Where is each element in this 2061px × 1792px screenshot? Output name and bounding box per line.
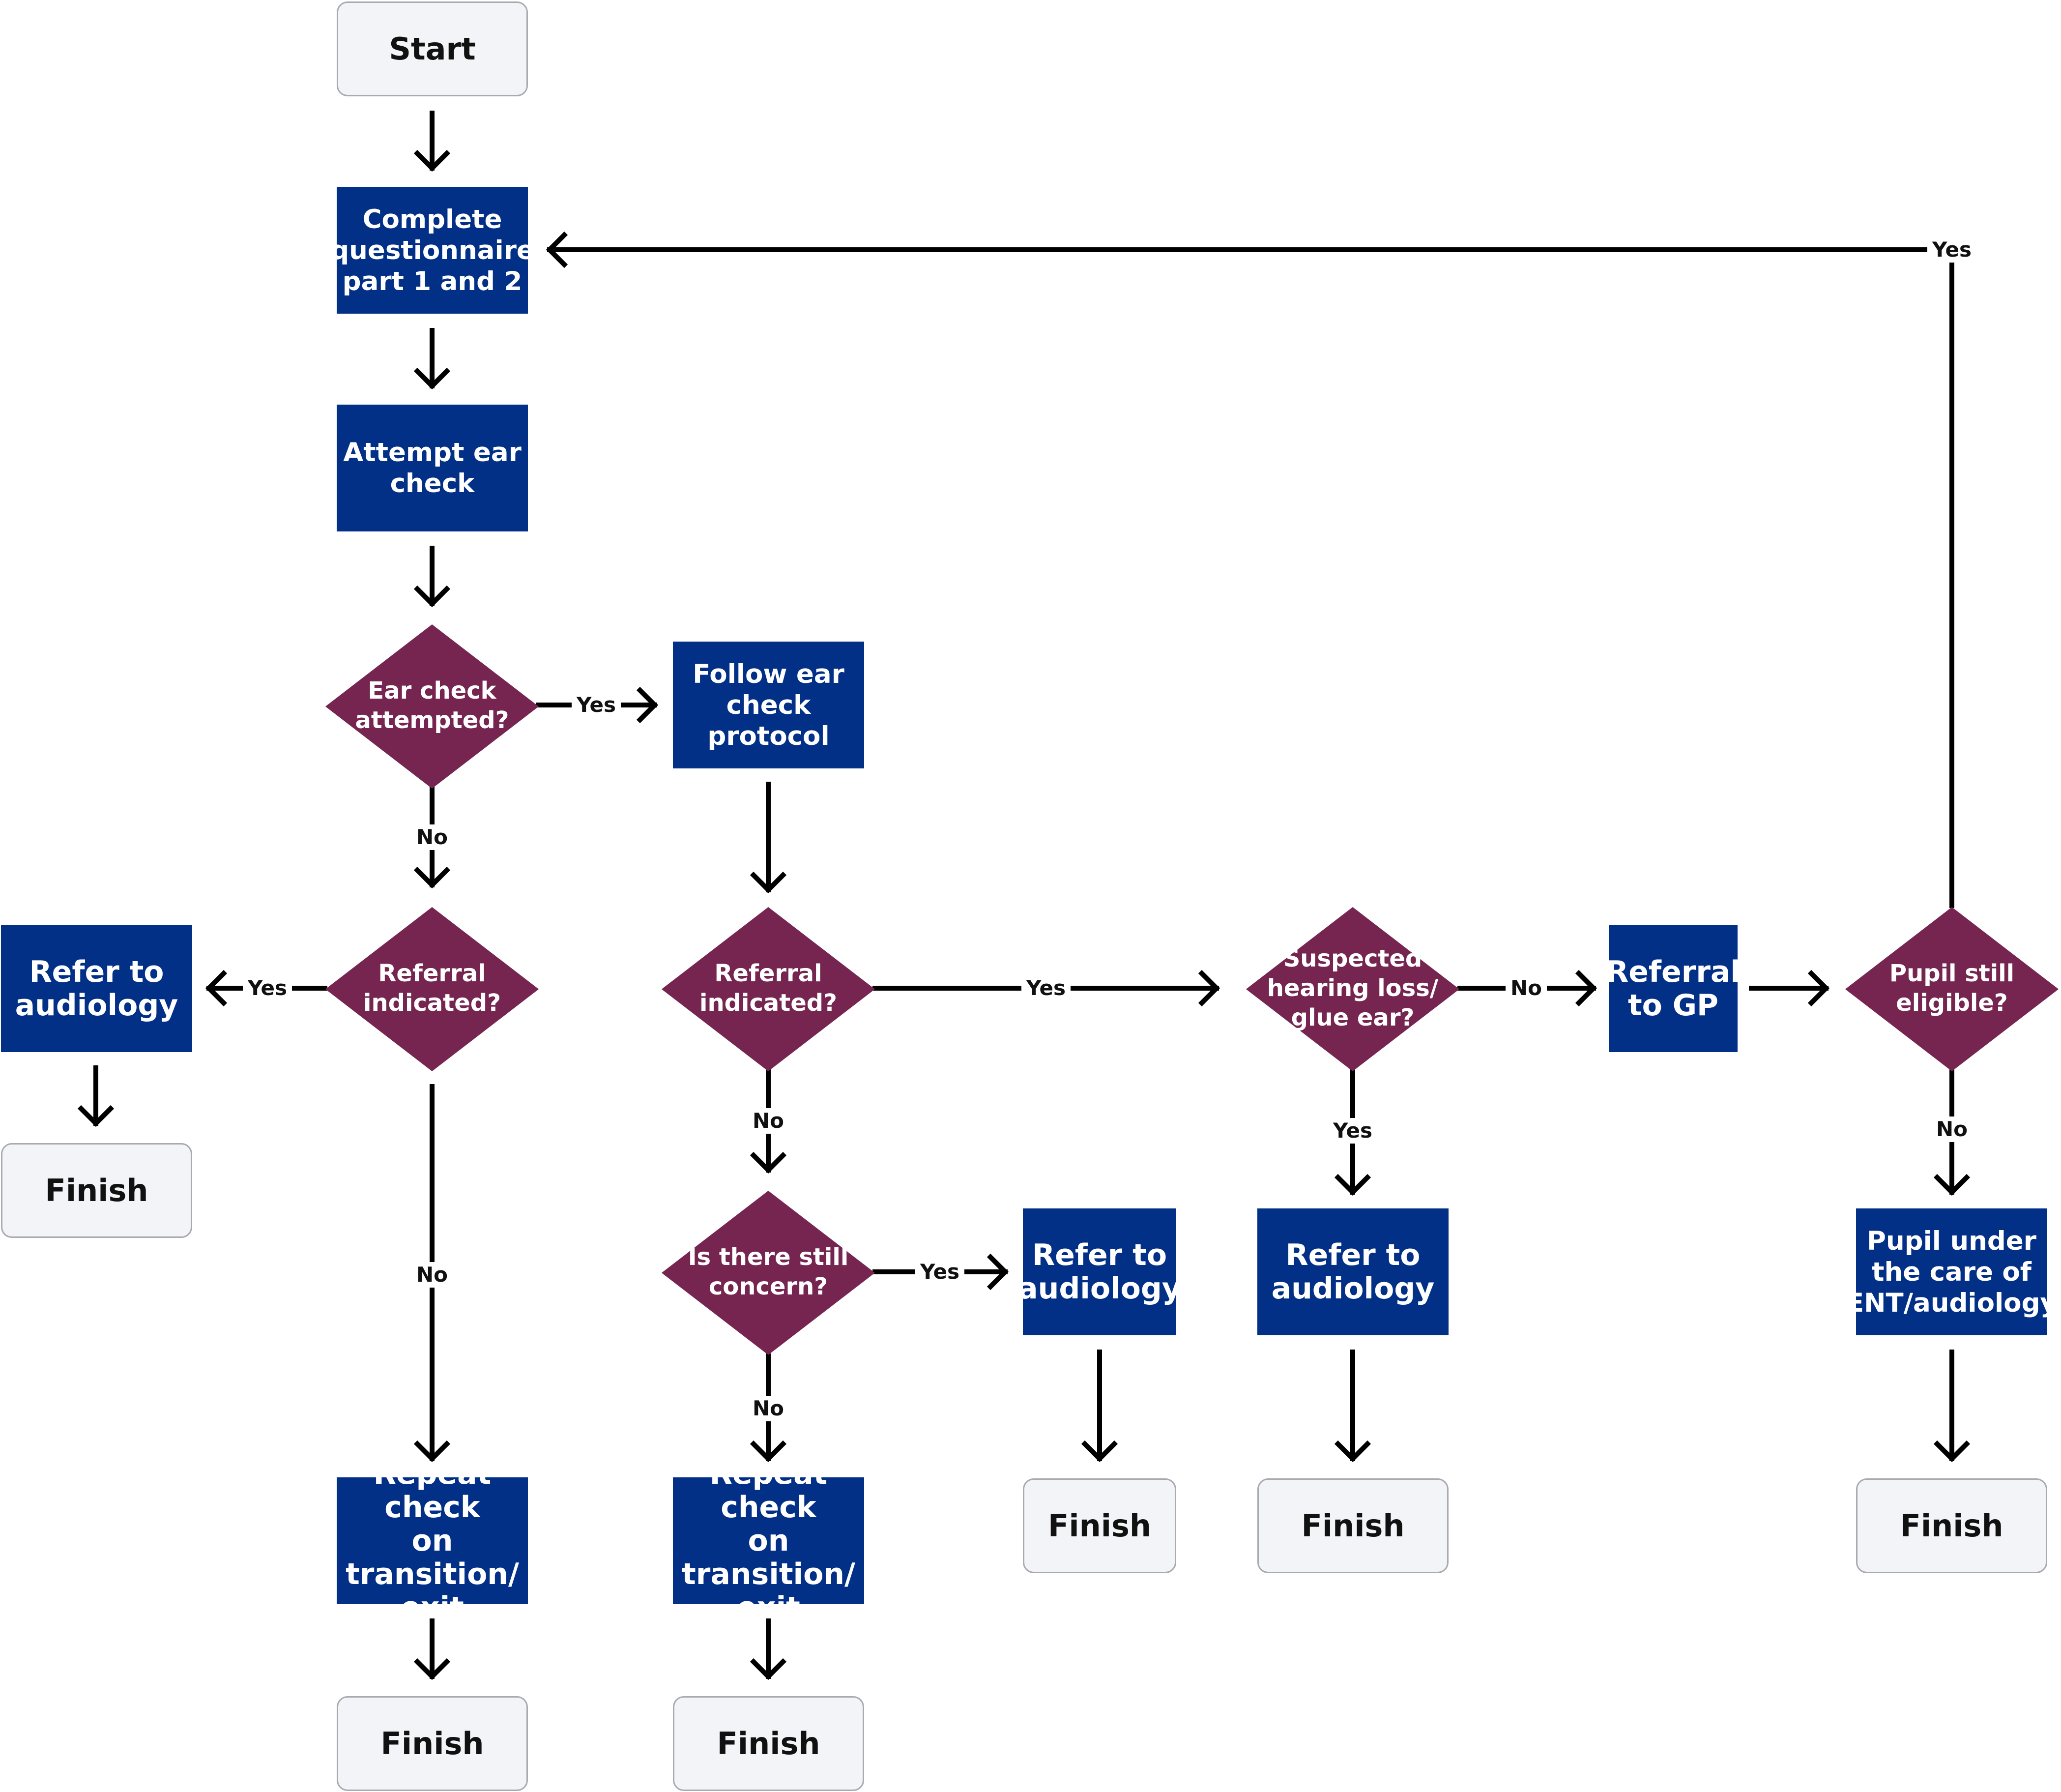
line: Refer to bbox=[1285, 1238, 1421, 1272]
arrow-care-to-finish bbox=[1933, 1350, 1971, 1463]
line: Complete bbox=[362, 204, 502, 235]
edge-label-referral-mid-yes: Yes bbox=[1021, 975, 1071, 1001]
line: eligible? bbox=[1896, 989, 2008, 1017]
line: concern? bbox=[708, 1273, 828, 1300]
line: check protocol bbox=[707, 690, 830, 751]
line: part 1 and 2 bbox=[342, 266, 523, 296]
edge-label-attempted-no: No bbox=[411, 824, 453, 850]
arrow-gp-to-eligible bbox=[1749, 969, 1830, 1007]
finish-node-left: Finish bbox=[1, 1143, 192, 1238]
line: Pupil still bbox=[1889, 960, 2015, 987]
edge-label-suspected-yes: Yes bbox=[1328, 1118, 1378, 1144]
decision-pupil-still-eligible bbox=[1845, 907, 2059, 1071]
decision-ear-check-attempted bbox=[325, 624, 539, 789]
line: exit bbox=[401, 1590, 464, 1625]
arrow-eligible-yes bbox=[546, 231, 1954, 908]
line: Refer to bbox=[29, 955, 164, 989]
line: ENT/audiology bbox=[1846, 1288, 2058, 1318]
line: on transition/ bbox=[346, 1524, 519, 1591]
edge-label-suspected-no: No bbox=[1505, 975, 1547, 1001]
line: Refer to bbox=[1032, 1238, 1167, 1272]
line: Repeat check bbox=[709, 1457, 828, 1525]
decision-referral-mid bbox=[662, 907, 875, 1071]
arrow-attempt-to-decision bbox=[413, 546, 451, 608]
edge-label-concern-no: No bbox=[747, 1396, 789, 1421]
line: questionnaire bbox=[330, 235, 534, 265]
arrow-follow-to-referral bbox=[750, 782, 787, 894]
line: indicated? bbox=[699, 989, 837, 1017]
finish-node-care: Finish bbox=[1856, 1478, 2047, 1573]
arrow-refer-suspected-to-finish bbox=[1334, 1350, 1371, 1463]
line: audiology bbox=[1271, 1271, 1435, 1306]
edge-label-referral-left-no: No bbox=[411, 1262, 453, 1288]
start-node: Start bbox=[337, 1, 528, 96]
edge-label-concern-yes: Yes bbox=[915, 1259, 965, 1285]
line: check bbox=[390, 469, 475, 499]
arrow-refer-concern-to-finish bbox=[1081, 1350, 1118, 1463]
arrow-repeat1-to-finish bbox=[413, 1618, 451, 1680]
line: glue ear? bbox=[1291, 1004, 1415, 1031]
finish-node-suspected: Finish bbox=[1257, 1478, 1449, 1573]
line: Ear check bbox=[368, 677, 496, 705]
line: Referral bbox=[1606, 955, 1741, 989]
edge-label-eligible-yes: Yes bbox=[1927, 237, 1977, 263]
decision-referral-left bbox=[325, 907, 539, 1071]
line: hearing loss/ bbox=[1267, 974, 1439, 1002]
edge-label-attempted-yes: Yes bbox=[571, 692, 621, 718]
line: Follow ear bbox=[693, 659, 844, 689]
line: Referral bbox=[378, 960, 486, 987]
finish-node-repeat-1: Finish bbox=[337, 1696, 528, 1791]
finish-node-repeat-2: Finish bbox=[673, 1696, 864, 1791]
line: Is there still bbox=[688, 1243, 849, 1271]
line: audiology bbox=[1018, 1271, 1181, 1306]
edge-label-referral-mid-no: No bbox=[747, 1108, 789, 1134]
edge-label-referral-left-yes: Yes bbox=[242, 975, 292, 1001]
line: the care of bbox=[1872, 1257, 2032, 1287]
arrow-start-to-questionnaire bbox=[413, 111, 451, 172]
finish-node-concern: Finish bbox=[1023, 1478, 1176, 1573]
decision-still-concern bbox=[662, 1191, 875, 1355]
arrow-refer-left-to-finish bbox=[77, 1065, 115, 1127]
line: attempted? bbox=[355, 706, 509, 734]
line: Repeat check bbox=[373, 1457, 492, 1525]
line: Pupil under bbox=[1867, 1226, 2036, 1256]
arrow-repeat2-to-finish bbox=[750, 1618, 787, 1680]
line: indicated? bbox=[363, 989, 501, 1017]
line: Suspected bbox=[1283, 945, 1422, 972]
line: to GP bbox=[1627, 988, 1718, 1023]
line: audiology bbox=[15, 988, 178, 1023]
line: exit bbox=[737, 1590, 800, 1625]
line: Attempt ear bbox=[343, 438, 522, 468]
arrow-questionnaire-to-attempt bbox=[413, 328, 451, 390]
decision-suspected-hearing-loss bbox=[1246, 907, 1459, 1071]
line: on transition/ bbox=[682, 1524, 855, 1591]
edge-label-eligible-no: No bbox=[1931, 1116, 1973, 1142]
line: Referral bbox=[714, 960, 822, 987]
